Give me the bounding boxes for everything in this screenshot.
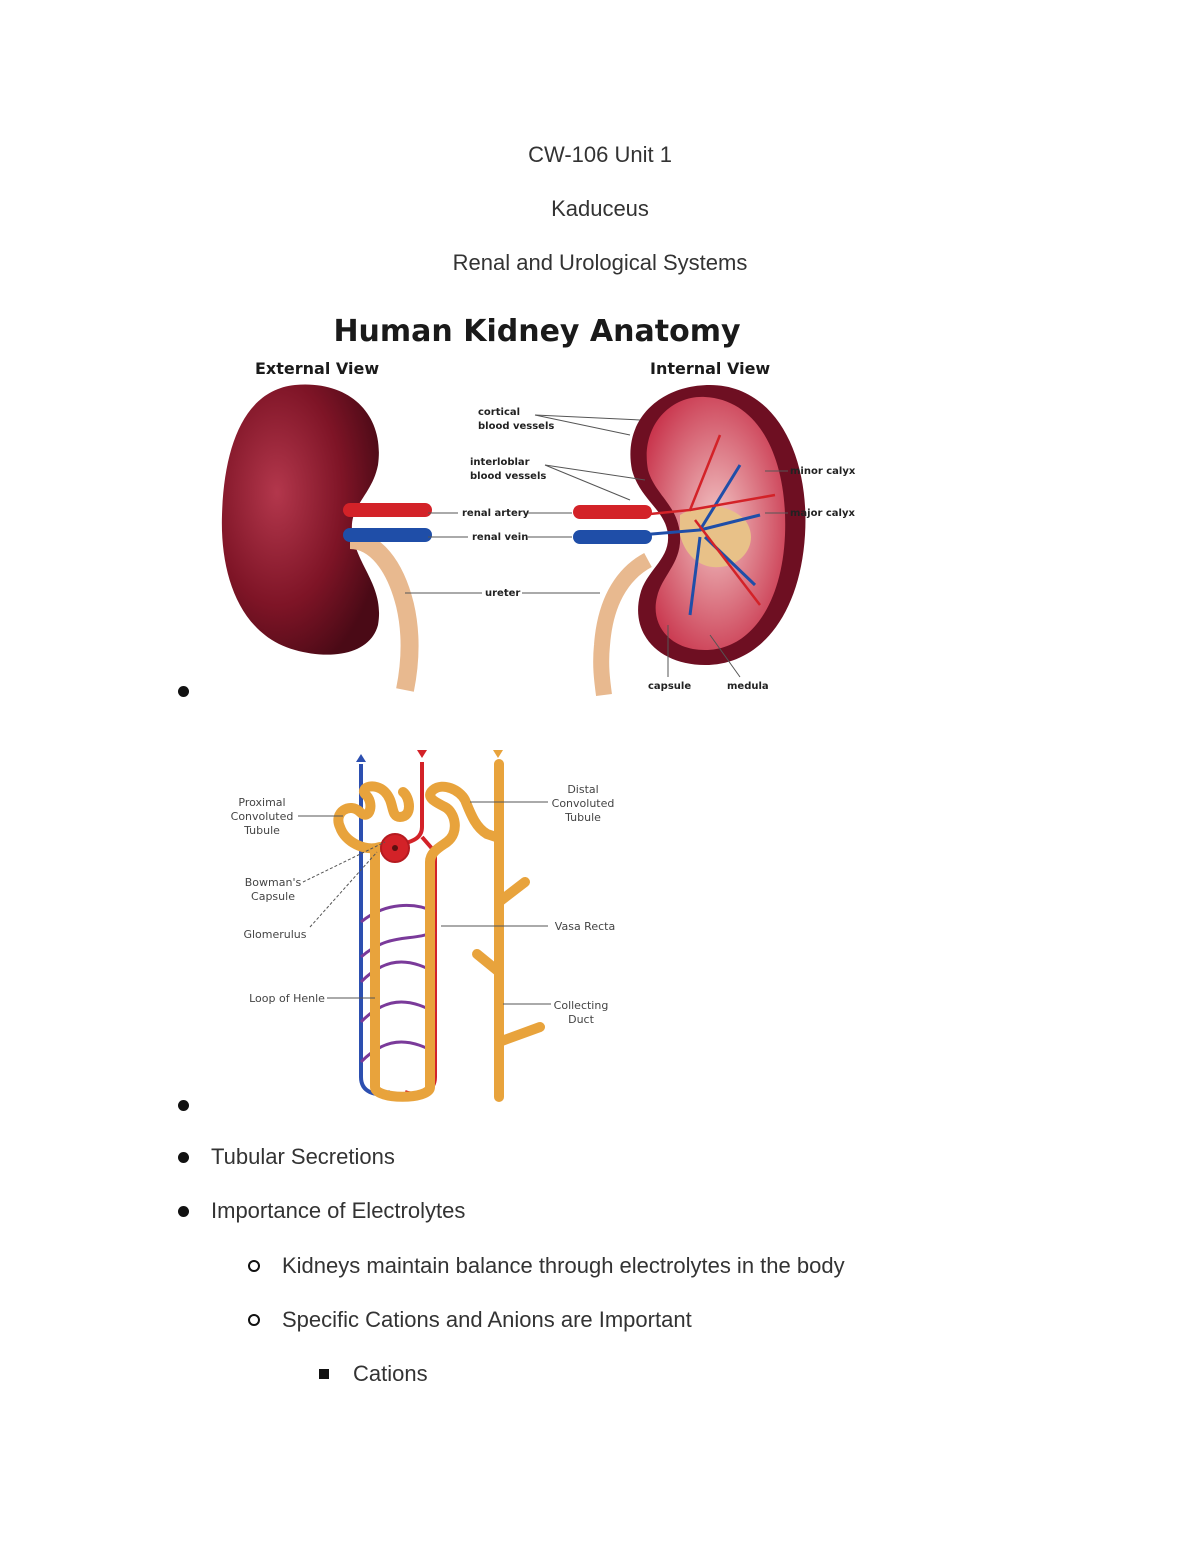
label-medula: medula — [727, 681, 769, 692]
label-pct-1: Proximal — [238, 796, 285, 809]
bullet-circle-icon — [248, 1314, 260, 1326]
label-cortical-1: cortical — [478, 407, 520, 418]
label-dct-1: Distal — [567, 783, 598, 796]
bullet-text-cations-anions: Specific Cations and Anions are Importan… — [282, 1307, 692, 1332]
label-bowman-2: Capsule — [251, 890, 295, 903]
internal-kidney — [573, 385, 806, 697]
topic-title: Renal and Urological Systems — [452, 250, 748, 275]
flow-arrows — [356, 750, 503, 762]
label-loop-of-henle: Loop of Henle — [249, 992, 325, 1005]
bullet-text-cations: Cations — [353, 1361, 428, 1386]
label-capsule: capsule — [648, 681, 691, 692]
label-renal-vein: renal vein — [472, 532, 528, 543]
label-dct-3: Tubule — [564, 811, 601, 824]
label-pct-2: Convoluted — [231, 810, 294, 823]
course-title: CW-106 Unit 1 — [528, 142, 672, 167]
kidney-anatomy-figure: Human Kidney Anatomy External View Inter… — [221, 314, 856, 697]
bullet-circle-icon — [248, 1260, 260, 1272]
bullet-disc-icon — [178, 1151, 189, 1163]
bullet-text-tubular-secretions: Tubular Secretions — [211, 1144, 395, 1169]
list-item — [178, 1100, 189, 1111]
label-collecting-2: Duct — [568, 1013, 594, 1026]
external-view-label: External View — [255, 359, 379, 378]
label-pct-3: Tubule — [243, 824, 280, 837]
list-item — [178, 686, 189, 697]
bullet-disc-icon — [178, 1205, 189, 1217]
label-cortical-2: blood vessels — [478, 421, 554, 432]
bullet-disc-icon — [178, 1100, 189, 1111]
label-dct-2: Convoluted — [552, 797, 615, 810]
label-glomerulus: Glomerulus — [243, 928, 306, 941]
label-minor-calyx: minor calyx — [790, 466, 856, 477]
bullet-text-kidneys-balance: Kidneys maintain balance through electro… — [282, 1253, 845, 1278]
bullet-text-electrolytes: Importance of Electrolytes — [211, 1198, 466, 1223]
bullet-disc-icon — [178, 686, 189, 697]
label-interlobar-1: interloblar — [470, 457, 530, 468]
kidney-figure-title: Human Kidney Anatomy — [333, 314, 741, 349]
label-renal-artery: renal artery — [462, 508, 530, 519]
list-item: Kidneys maintain balance through electro… — [248, 1253, 845, 1279]
external-kidney — [221, 384, 432, 692]
nephron-figure: Proximal Convoluted Tubule Bowman's Caps… — [231, 750, 615, 1102]
list-item: Specific Cations and Anions are Importan… — [248, 1307, 692, 1333]
list-item: Cations — [319, 1361, 428, 1387]
label-collecting-1: Collecting — [554, 999, 609, 1012]
label-major-calyx: major calyx — [790, 508, 856, 519]
label-ureter: ureter — [485, 588, 520, 599]
org-name: Kaduceus — [551, 196, 649, 221]
list-item: Importance of Electrolytes — [178, 1198, 465, 1224]
bullet-square-icon — [319, 1369, 329, 1379]
internal-view-label: Internal View — [650, 359, 770, 378]
list-item: Tubular Secretions — [178, 1144, 395, 1170]
label-vasa-recta: Vasa Recta — [555, 920, 615, 933]
label-bowman-1: Bowman's — [245, 876, 302, 889]
label-interlobar-2: blood vessels — [470, 471, 546, 482]
